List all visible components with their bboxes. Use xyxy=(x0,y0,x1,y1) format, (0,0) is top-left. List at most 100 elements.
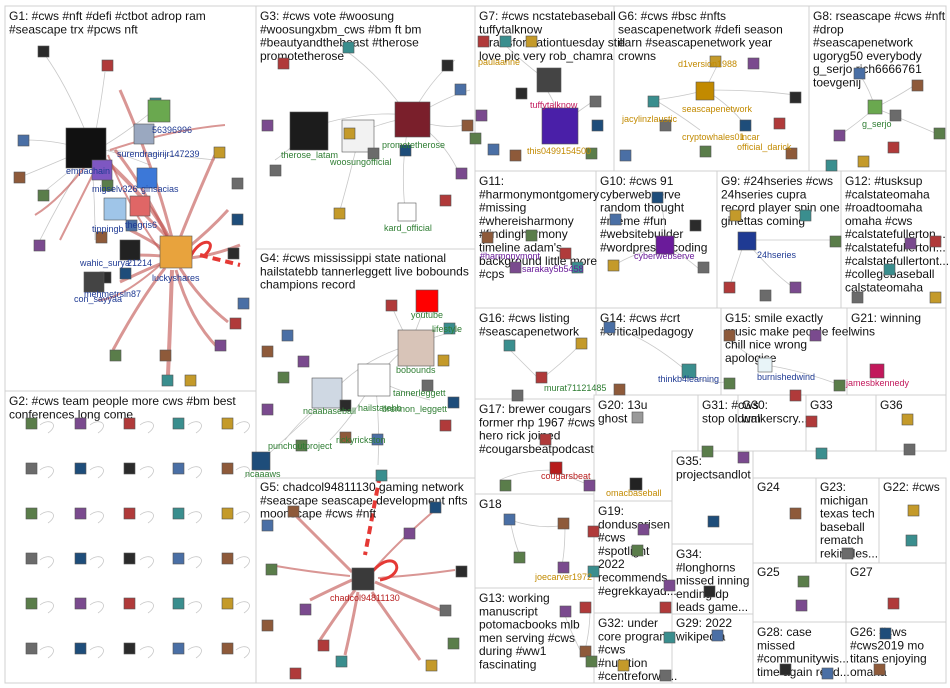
node-omacbaseball[interactable] xyxy=(629,477,643,491)
node-avatar[interactable] xyxy=(697,261,710,274)
node-avatar[interactable] xyxy=(25,462,38,475)
node-avatar[interactable] xyxy=(265,563,278,576)
node-avatar[interactable] xyxy=(703,585,716,598)
node-avatar[interactable] xyxy=(905,534,918,547)
node-avatar[interactable] xyxy=(339,399,352,412)
node-avatar[interactable] xyxy=(585,147,598,160)
node-avatar[interactable] xyxy=(879,627,892,640)
node-avatar[interactable] xyxy=(74,462,87,475)
node-avatar[interactable] xyxy=(33,239,46,252)
node-avatar[interactable] xyxy=(103,197,127,221)
node-promotetherose[interactable] xyxy=(394,101,431,138)
node-avatar[interactable] xyxy=(119,267,132,280)
node-avatar[interactable] xyxy=(269,164,282,177)
node-avatar[interactable] xyxy=(609,213,622,226)
node-avatar[interactable] xyxy=(789,281,802,294)
node-avatar[interactable] xyxy=(295,439,308,452)
node-avatar[interactable] xyxy=(421,379,434,392)
node-avatar[interactable] xyxy=(129,195,151,217)
node-avatar[interactable] xyxy=(37,45,50,58)
node-avatar[interactable] xyxy=(773,117,786,130)
node-avatar[interactable] xyxy=(83,271,105,293)
node-avatar[interactable] xyxy=(261,345,274,358)
node-avatar[interactable] xyxy=(585,655,598,668)
node-g-serjo[interactable] xyxy=(867,99,883,115)
node-24hseries[interactable] xyxy=(737,231,757,251)
node-avatar[interactable] xyxy=(889,109,902,122)
node-avatar[interactable] xyxy=(587,525,600,538)
node-avatar[interactable] xyxy=(617,659,630,672)
node-avatar[interactable] xyxy=(571,261,584,274)
node-avatar[interactable] xyxy=(221,597,234,610)
node-avatar[interactable] xyxy=(74,597,87,610)
node-avatar[interactable] xyxy=(261,403,274,416)
node-avatar[interactable] xyxy=(221,642,234,655)
node-avatar[interactable] xyxy=(539,433,552,446)
node-avatar[interactable] xyxy=(136,167,158,189)
node-avatar[interactable] xyxy=(901,413,914,426)
node-avatar[interactable] xyxy=(833,129,846,142)
node-avatar[interactable] xyxy=(123,507,136,520)
node-avatar[interactable] xyxy=(119,239,141,261)
node-avatar[interactable] xyxy=(375,469,388,482)
node-avatar[interactable] xyxy=(851,291,864,304)
node-avatar[interactable] xyxy=(887,141,900,154)
node-avatar[interactable] xyxy=(659,669,672,682)
node-avatar[interactable] xyxy=(425,659,438,672)
node-avatar[interactable] xyxy=(929,235,942,248)
node-avatar[interactable] xyxy=(591,119,604,132)
node-avatar[interactable] xyxy=(371,433,384,446)
node-avatar[interactable] xyxy=(74,507,87,520)
node-avatar[interactable] xyxy=(297,355,310,368)
node-avatar[interactable] xyxy=(701,445,714,458)
node-avatar[interactable] xyxy=(231,177,244,190)
node-avatar[interactable] xyxy=(737,451,750,464)
node-avatar[interactable] xyxy=(123,597,136,610)
node-cougarsbeat[interactable] xyxy=(549,461,563,475)
node-avatar[interactable] xyxy=(799,209,812,222)
node-avatar[interactable] xyxy=(439,604,452,617)
node-avatar[interactable] xyxy=(399,144,412,157)
node-avatar[interactable] xyxy=(159,349,172,362)
node-avatar[interactable] xyxy=(454,83,467,96)
node-avatar[interactable] xyxy=(25,552,38,565)
node-avatar[interactable] xyxy=(343,127,356,140)
node-avatar[interactable] xyxy=(647,95,660,108)
node-avatar[interactable] xyxy=(789,91,802,104)
node-avatar[interactable] xyxy=(729,209,742,222)
node-avatar[interactable] xyxy=(829,235,842,248)
node-avatar[interactable] xyxy=(779,663,792,676)
node-avatar[interactable] xyxy=(637,523,650,536)
node-avatar[interactable] xyxy=(499,35,512,48)
node-avatar[interactable] xyxy=(785,147,798,160)
node-avatar[interactable] xyxy=(903,443,916,456)
node-avatar[interactable] xyxy=(503,339,516,352)
node-avatar[interactable] xyxy=(559,605,572,618)
node-avatar[interactable] xyxy=(342,41,355,54)
node-avatar[interactable] xyxy=(904,237,917,250)
node-avatar[interactable] xyxy=(663,631,676,644)
node-avatar[interactable] xyxy=(261,619,274,632)
node-avatar[interactable] xyxy=(887,597,900,610)
node-avatar[interactable] xyxy=(25,417,38,430)
node-thinkb4learning[interactable] xyxy=(681,363,697,379)
node-avatar[interactable] xyxy=(439,419,452,432)
node-avatar[interactable] xyxy=(95,231,108,244)
node-avatar[interactable] xyxy=(487,143,500,156)
node-avatar[interactable] xyxy=(367,147,380,160)
node-avatar[interactable] xyxy=(509,261,522,274)
node-avatar[interactable] xyxy=(439,194,452,207)
node-avatar[interactable] xyxy=(513,551,526,564)
node-avatar[interactable] xyxy=(221,507,234,520)
node-avatar[interactable] xyxy=(221,552,234,565)
node-avatar[interactable] xyxy=(833,379,846,392)
node-avatar[interactable] xyxy=(511,389,524,402)
node-avatar[interactable] xyxy=(841,547,854,560)
node-avatar[interactable] xyxy=(821,667,834,680)
node-avatar[interactable] xyxy=(123,552,136,565)
node-burnishedwind[interactable] xyxy=(757,357,773,373)
node-avatar[interactable] xyxy=(525,35,538,48)
node-avatar[interactable] xyxy=(789,507,802,520)
node-avatar[interactable] xyxy=(477,35,490,48)
node-bobounds[interactable] xyxy=(397,329,435,367)
